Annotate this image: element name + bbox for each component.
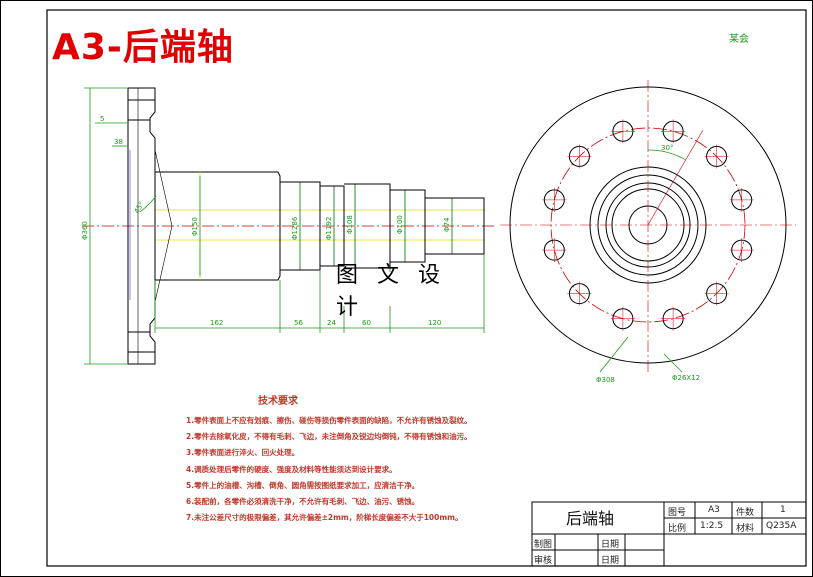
dim-len-1: 162 xyxy=(210,319,223,327)
side-dimensions xyxy=(599,336,683,373)
title-block-date-label-1: 日期 xyxy=(601,540,620,550)
dim-small-2: 38 xyxy=(114,138,123,146)
tech-item: 4.调质处理后零件的硬度、强度及材料等性能须达到设计要求。 xyxy=(186,464,397,474)
dim-holes: Φ26X12 xyxy=(672,374,700,382)
dim-chamfer: 45° xyxy=(133,200,146,215)
dim-bolt-circle: Φ308 xyxy=(596,376,615,384)
tech-item: 5.零件上的油槽、沟槽、倒角、圆角需按图纸要求加工，应清洁干净。 xyxy=(186,480,420,490)
dim-step5-diameter: Φ100 xyxy=(396,215,404,234)
side-view xyxy=(500,80,796,372)
bolt-holes xyxy=(542,119,754,331)
title-block-part-name: 后端轴 xyxy=(566,509,615,528)
title-block-scale: 1:2.5 xyxy=(700,521,724,531)
tech-item: 2.零件去除氧化皮，不得有毛刺、飞边，未注倒角及锐边均倒钝，不得有锈蚀和油污。 xyxy=(186,432,472,442)
title-block-scale-label: 比例 xyxy=(668,524,687,534)
corner-note: 某会 xyxy=(729,34,749,45)
tech-item: 7.未注公差尺寸的极限偏差，其允许偏差±2mm，阶梯长度偏差不大于100mm。 xyxy=(186,513,463,523)
title-block-qty: 1 xyxy=(780,505,786,515)
tech-requirements-title: 技术要求 xyxy=(258,396,298,407)
dim-angle: 30° xyxy=(661,144,673,152)
dim-len-3: 24 xyxy=(327,319,336,327)
dim-small-1: 5 xyxy=(100,115,104,123)
dim-step2-diameter: Φ1286 xyxy=(291,216,299,240)
tech-requirements-list: 1.零件表面上不应有划痕、擦伤、碰伤等损伤零件表面的缺陷，不允许有锈蚀及裂纹。 … xyxy=(186,413,472,526)
title-block-material: Q235A xyxy=(766,521,797,531)
title-block-checked-label: 审核 xyxy=(534,556,553,566)
watermark: 图 文 设 计 xyxy=(336,263,482,320)
title-block-drawing-no: A3 xyxy=(708,505,720,515)
dim-len-2: 56 xyxy=(294,319,303,327)
dim-end-diameter: Φ74 xyxy=(443,217,451,232)
dim-step4-diameter: Φ108 xyxy=(346,215,354,234)
dim-step3-diameter: Φ1192 xyxy=(325,217,333,240)
title-block-qty-label: 件数 xyxy=(736,508,755,518)
drawing-title: A3-后端轴 xyxy=(52,27,234,68)
tech-item: 1.零件表面上不应有划痕、擦伤、碰伤等损伤零件表面的缺陷，不允许有锈蚀及裂纹。 xyxy=(186,416,472,425)
title-block-date-label-2: 日期 xyxy=(601,556,620,566)
tech-item: 6.装配前，各零件必须清洗干净，不允许有毛刺、飞边、油污、锈蚀。 xyxy=(186,496,420,506)
front-dimensions xyxy=(84,87,485,365)
dim-flange-diameter: Φ360 xyxy=(81,221,89,240)
title-block-drawing-no-label: 图号 xyxy=(668,508,687,518)
title-block-grid xyxy=(531,501,807,567)
side-dimension-texts: 30° Φ308 Φ26X12 xyxy=(596,144,700,384)
dim-len-5: 120 xyxy=(428,319,441,327)
dim-len-4: 60 xyxy=(362,319,371,327)
dim-shaft-diameter: Φ150 xyxy=(191,217,199,236)
tech-item: 3.零件表面进行淬火、回火处理。 xyxy=(186,448,300,458)
title-block-material-label: 材料 xyxy=(736,524,755,534)
inner-border xyxy=(46,9,807,567)
title-block-drawn-label: 制图 xyxy=(534,540,553,550)
front-dimension-texts: Φ360 5 38 45° Φ150 Φ1286 Φ1192 Φ108 Φ100… xyxy=(81,115,451,327)
